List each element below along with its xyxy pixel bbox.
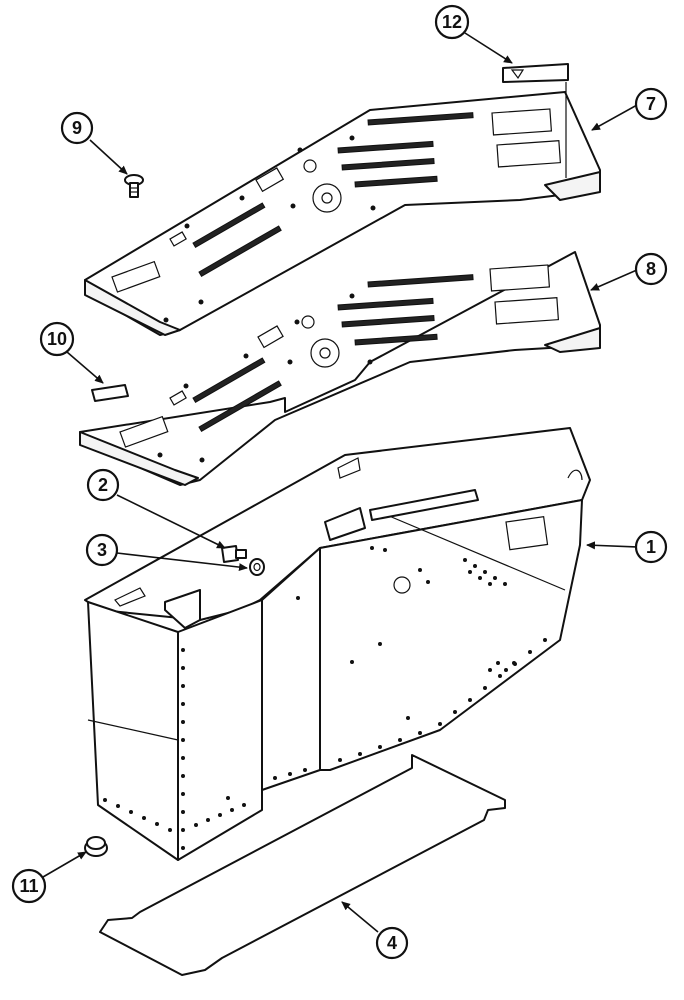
callout-11: 11 [11,868,47,904]
top-panel-part-7 [84,91,601,336]
callout-1-label: 1 [646,537,656,557]
label-part-12 [502,63,569,178]
middle-panel-part-8 [79,251,601,486]
callout-12-label: 12 [442,12,462,32]
callout-4-label: 4 [387,933,397,953]
callout-2: 2 [86,468,120,502]
washer-part-3 [249,558,265,576]
plug-part-11 [84,836,108,857]
callout-10: 10 [39,321,75,357]
callout-3: 3 [85,533,119,567]
callout-7-label: 7 [646,94,656,114]
bottom-plate-part-4 [99,754,506,976]
callout-10-label: 10 [47,329,67,349]
callout-4: 4 [375,926,409,960]
callout-1: 1 [634,530,668,564]
callout-9: 9 [60,111,94,145]
rivet-rows [103,546,547,850]
callout-9-label: 9 [72,118,82,138]
leader-lines [42,32,638,933]
callout-8-label: 8 [646,259,656,279]
pad-part-10 [91,384,129,402]
callout-3-label: 3 [97,540,107,560]
callout-2-label: 2 [98,475,108,495]
housing-part-1 [84,427,591,861]
screw-part-9 [124,174,144,198]
callout-11-label: 11 [19,876,38,896]
callout-7: 7 [634,87,668,121]
callout-8: 8 [634,252,668,286]
bolt-part-2 [221,545,247,563]
callout-12: 12 [434,4,470,40]
